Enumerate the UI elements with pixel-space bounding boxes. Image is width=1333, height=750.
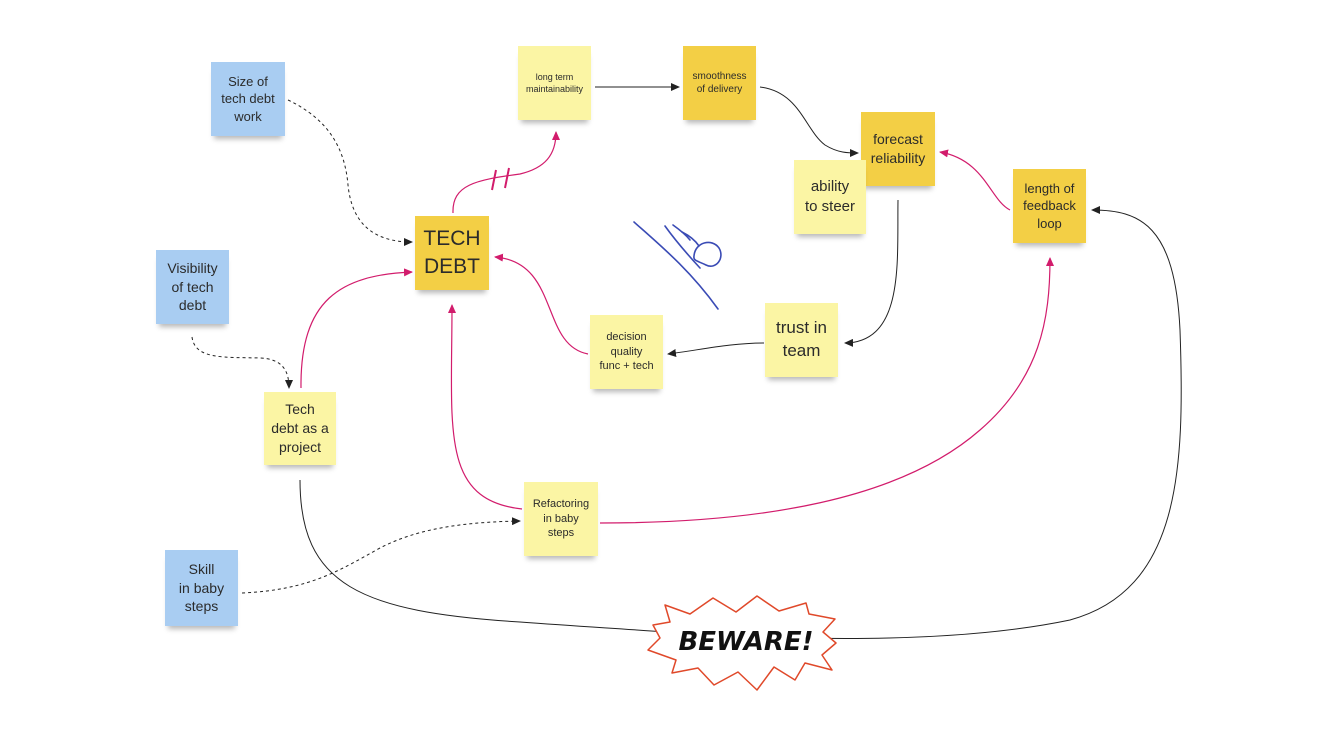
beware-burst-icon — [647, 595, 837, 691]
note-ability-to-steer[interactable]: ability to steer — [794, 160, 866, 234]
black-arrow-project-via-beware-to-feedback — [299, 206, 1182, 640]
note-text: decision quality func + tech — [599, 330, 654, 373]
note-skill-in-baby-steps[interactable]: Skill in baby steps — [165, 550, 238, 626]
note-text: Tech debt as a project — [271, 401, 329, 455]
note-trust-in-team[interactable]: trust in team — [765, 303, 838, 377]
note-tech-debt-as-a-project[interactable]: Tech debt as a project — [264, 392, 336, 465]
dashed-arrow-size-to-techdebt — [287, 99, 413, 246]
note-length-of-feedback-loop[interactable]: length of feedback loop — [1013, 169, 1086, 243]
note-text: Refactoring in baby steps — [532, 497, 590, 540]
black-arrow-trust-to-decision — [667, 342, 765, 357]
note-text: Skill in baby steps — [178, 560, 225, 615]
note-visibility-of-tech-debt[interactable]: Visibility of tech debt — [156, 250, 229, 324]
falling-comet-doodle — [633, 221, 722, 310]
dashed-arrow-visibility-to-project — [191, 336, 293, 389]
dashed-arrow-skill-to-refactoring — [241, 517, 521, 594]
black-arrow-smoothness-to-forecast — [759, 86, 859, 157]
note-text: forecast reliability — [870, 131, 926, 166]
note-text: smoothness of delivery — [692, 70, 747, 96]
note-long-term-maintainability[interactable]: long term maintainability — [518, 46, 591, 120]
note-text: trust in team — [775, 318, 828, 360]
note-tech-debt[interactable]: TECH DEBT — [415, 216, 489, 290]
note-size-of-tech-debt-work[interactable]: Size of tech debt work — [211, 62, 285, 136]
pink-arrow-feedback-to-forecast — [939, 149, 1011, 211]
note-refactoring-in-baby-steps[interactable]: Refactoring in baby steps — [524, 482, 598, 556]
black-arrow-forecast-to-trust — [844, 199, 899, 347]
note-smoothness-of-delivery[interactable]: smoothness of delivery — [683, 46, 756, 120]
note-text: Visibility of tech debt — [167, 259, 218, 314]
note-decision-quality[interactable]: decision quality func + tech — [590, 315, 663, 389]
note-text: length of feedback loop — [1023, 180, 1076, 231]
pink-arrow-techdebt-to-maintainability — [452, 131, 560, 214]
pink-arrow-project-to-techdebt — [300, 268, 413, 389]
pink-arrow-refactoring-to-techdebt — [447, 304, 523, 510]
note-text: Size of tech debt work — [221, 73, 275, 124]
beware-label: BEWARE! — [678, 627, 813, 657]
pink-arrow-refactoring-to-feedback — [599, 257, 1054, 524]
note-text: TECH DEBT — [423, 226, 481, 278]
note-text: long term maintainability — [525, 71, 584, 94]
note-text: ability to steer — [804, 177, 856, 215]
pink-arrow-decision-to-techdebt — [494, 253, 589, 355]
note-forecast-reliability[interactable]: forecast reliability — [861, 112, 935, 186]
balancing-double-line-icon — [491, 167, 510, 191]
